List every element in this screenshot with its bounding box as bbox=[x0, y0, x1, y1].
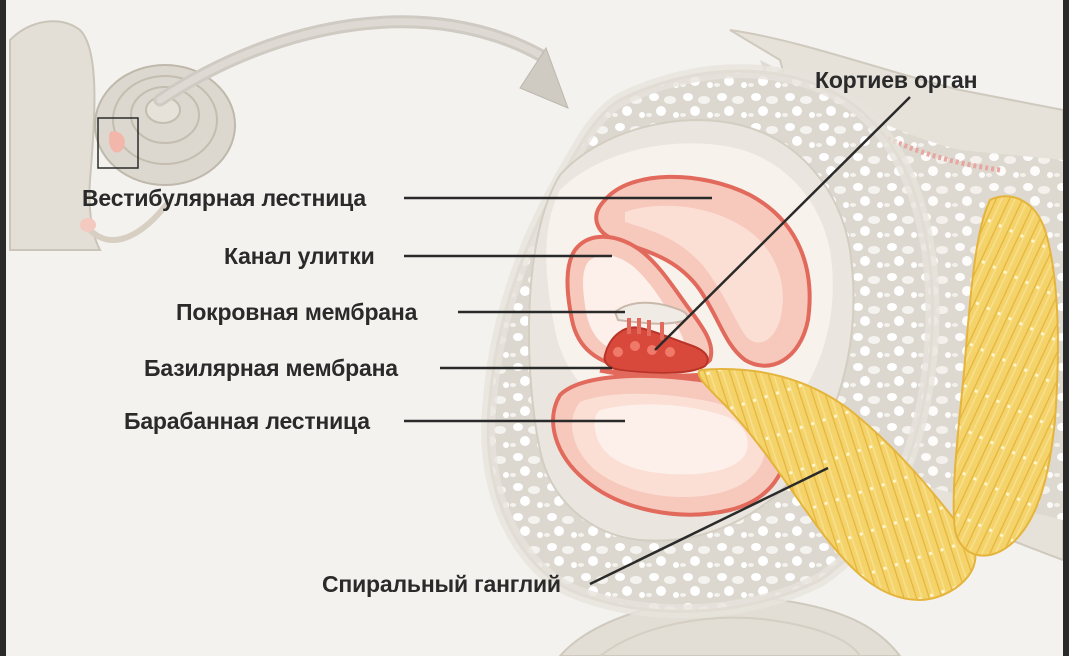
label-scala-vestibuli: Вестибулярная лестница bbox=[82, 184, 366, 212]
label-basilar-membrane: Базилярная мембрана bbox=[144, 354, 398, 382]
label-organ-of-corti: Кортиев орган bbox=[815, 66, 977, 94]
label-scala-tympani: Барабанная лестница bbox=[124, 407, 370, 435]
label-spiral-ganglion: Спиральный ганглий bbox=[322, 570, 561, 598]
right-frame-border bbox=[1063, 0, 1069, 656]
left-frame-border bbox=[0, 0, 6, 656]
label-cochlear-duct: Канал улитки bbox=[224, 242, 375, 270]
label-tectorial-membrane: Покровная мембрана bbox=[176, 298, 417, 326]
cochlea-overview-inset bbox=[10, 21, 235, 250]
